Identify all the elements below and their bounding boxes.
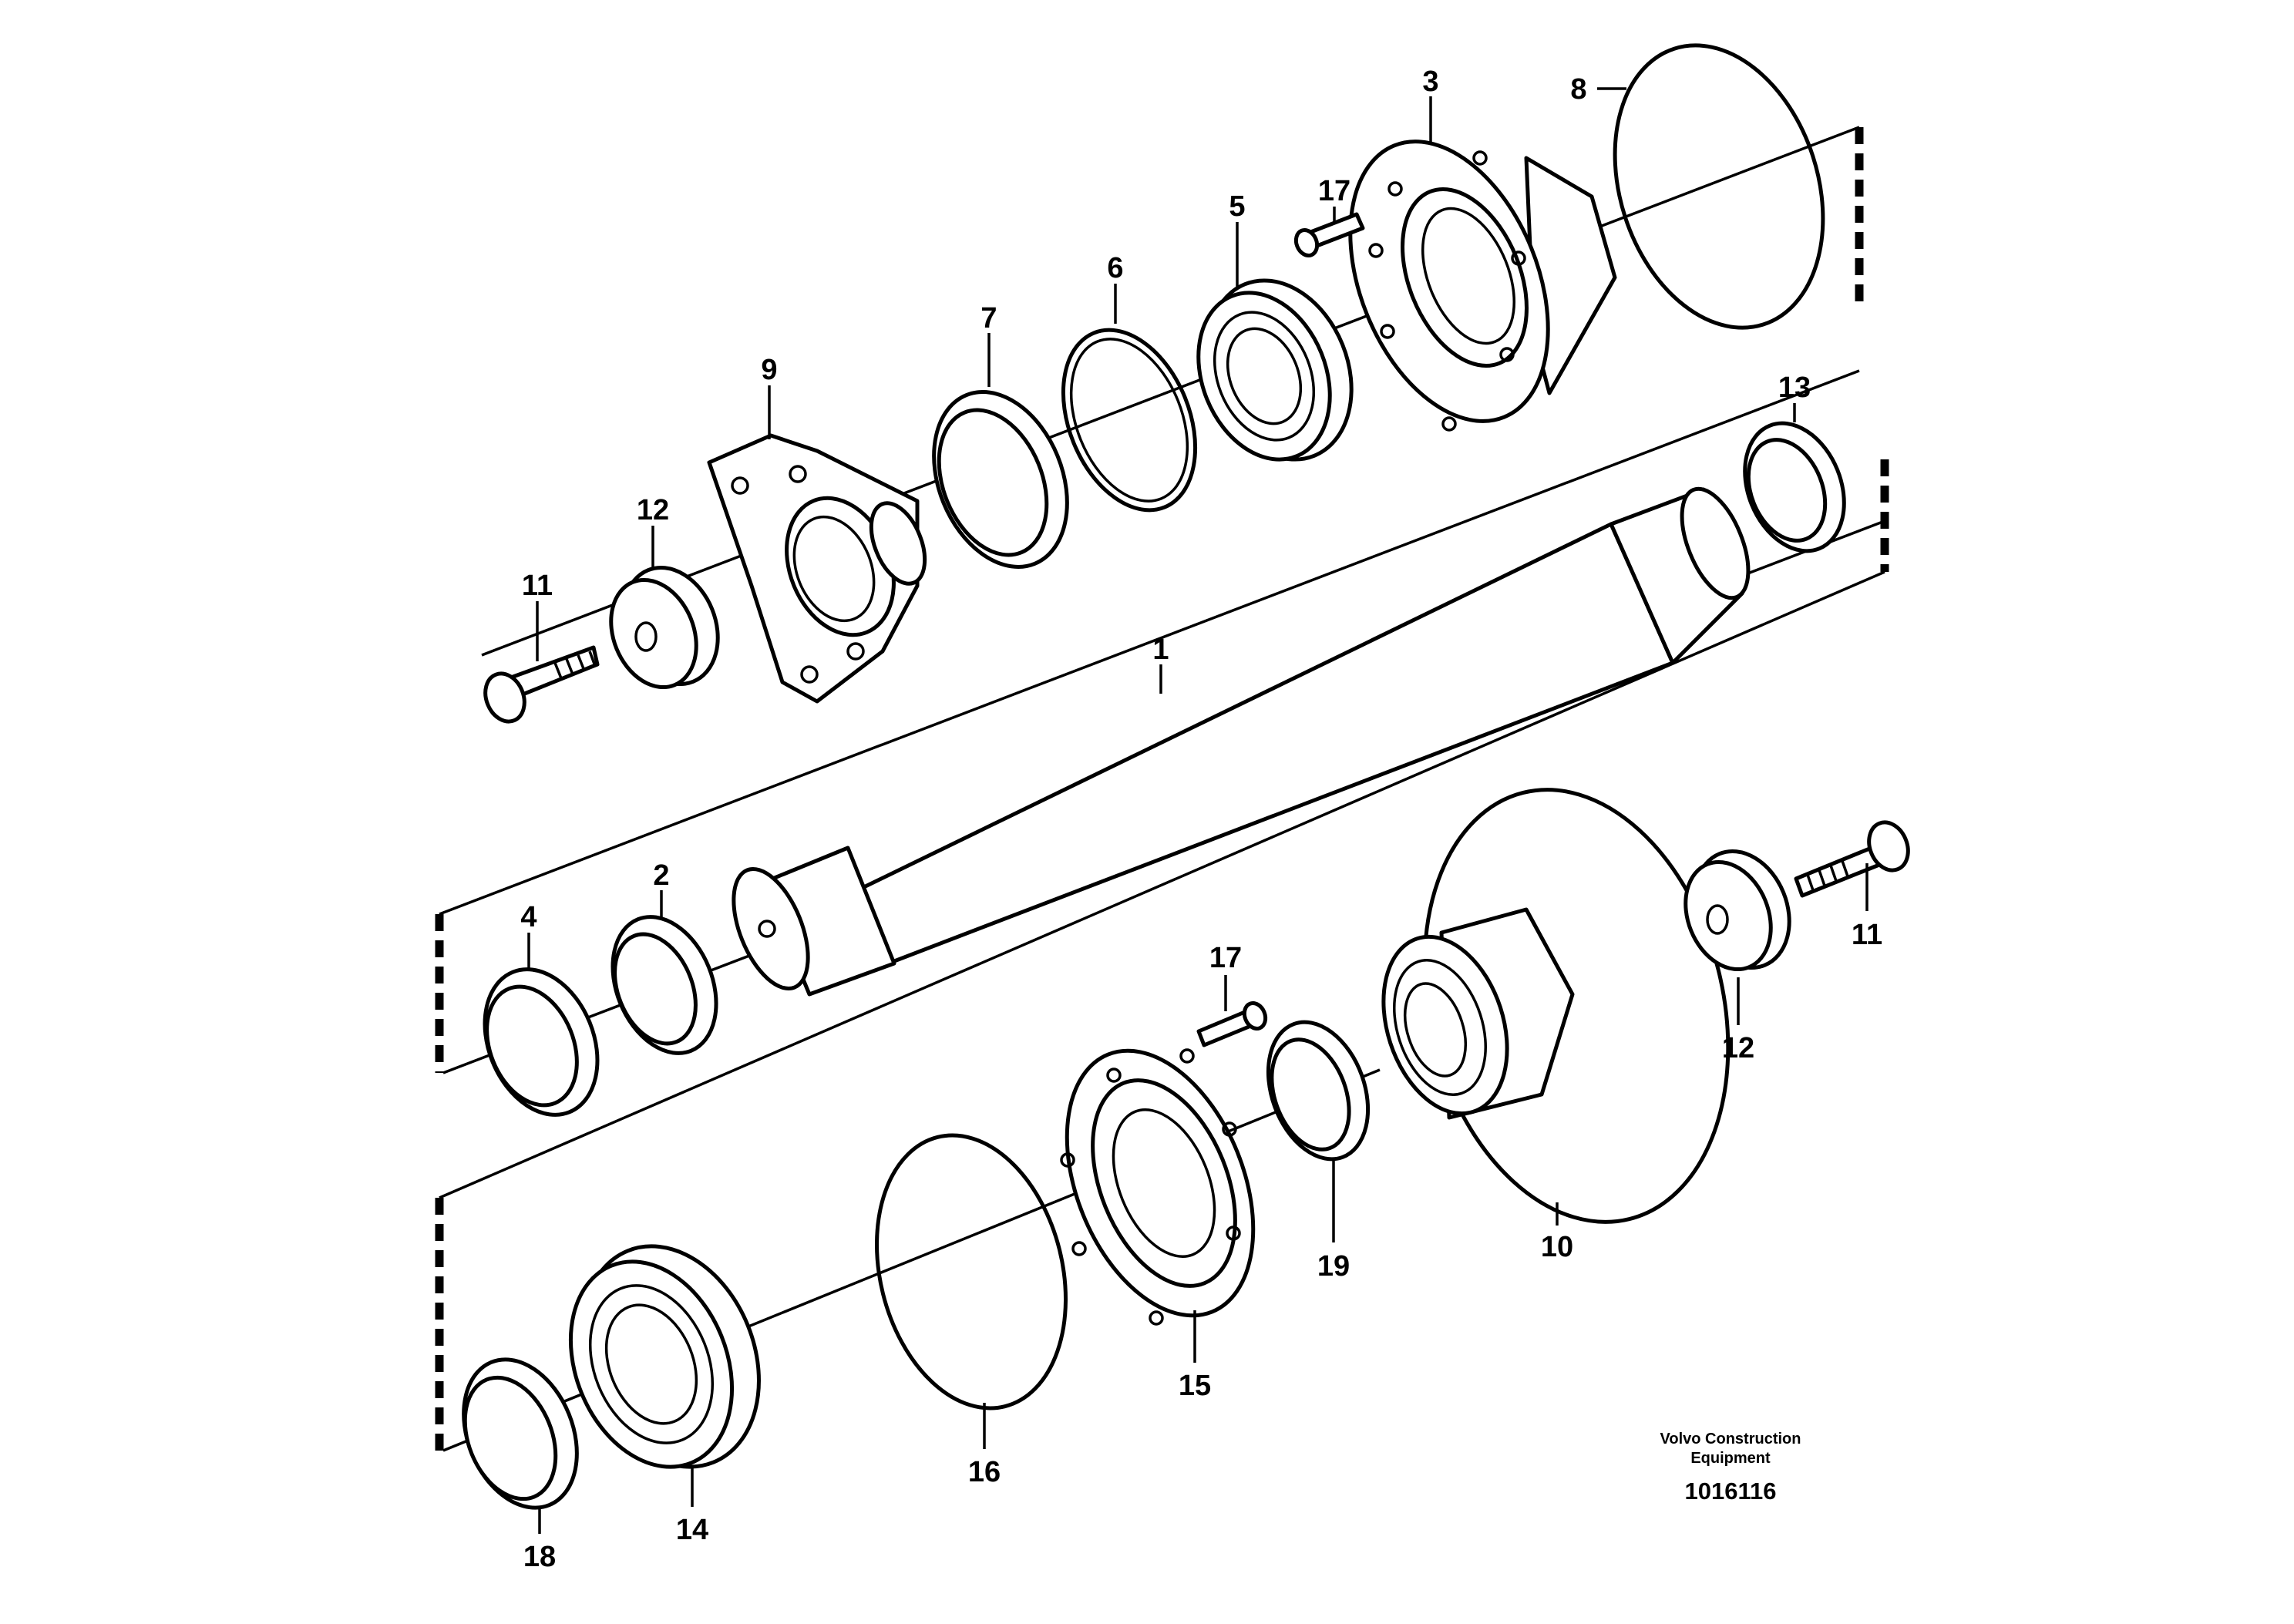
washer-12-right [1684,849,1791,972]
callouts: 1 2 3 4 5 6 7 8 9 10 11 11 12 12 13 14 1… [520,66,1882,1573]
bearing-housing-3 [1348,140,1617,432]
callout-14: 14 [676,1514,708,1546]
assembly-axis-top [481,126,1860,657]
callout-12-right: 12 [1722,1032,1754,1064]
companion-flange-9 [707,433,927,704]
screw-17-bottom [1196,1001,1268,1047]
ring-2 [610,915,718,1055]
o-ring-8 [1613,43,1825,330]
output-flange-disc-10 [1381,788,1731,1224]
callout-5: 5 [1229,190,1245,223]
callout-4: 4 [520,901,536,933]
ball-bearing-14 [568,1244,761,1469]
bolt-11-top [483,645,600,724]
callout-6: 6 [1107,252,1123,284]
o-ring-16 [875,1133,1068,1410]
callout-15: 15 [1179,1370,1211,1402]
caption-line-1: Volvo Construction [1660,1431,1801,1447]
leader-lines [527,87,1868,1534]
seal-ring-13 [1743,421,1846,553]
callout-1: 1 [1152,634,1169,666]
callout-12-top: 12 [637,494,669,526]
drawing-number: 1016116 [1685,1478,1777,1505]
callout-16: 16 [968,1456,1001,1488]
callout-17-top: 17 [1318,175,1350,207]
spacer-ring-7 [932,390,1069,569]
frame-lines [439,369,1885,1199]
bearing-cover-15 [1060,1048,1256,1326]
callout-8: 8 [1570,73,1586,106]
washer-12-top [609,565,720,690]
callout-10: 10 [1541,1231,1573,1263]
callout-7: 7 [980,302,997,335]
ball-bearing-5 [1196,278,1354,462]
callout-18: 18 [523,1541,556,1573]
seal-4 [483,967,600,1117]
callout-13: 13 [1778,372,1811,404]
drawing-caption: Volvo Construction Equipment 1016116 [1660,1431,1801,1505]
seal-18 [462,1357,579,1510]
callout-9: 9 [761,354,777,386]
callout-2: 2 [653,859,669,892]
callout-11-right: 11 [1852,919,1882,951]
callout-11-top: 11 [522,570,553,602]
break-markers [435,127,1889,1451]
callout-17-bottom: 17 [1209,942,1242,974]
callout-3: 3 [1422,66,1438,98]
main-shaft-1 [732,486,1751,997]
snap-ring-6 [1061,328,1198,513]
bolt-11-right [1794,820,1910,898]
seal-ring-19 [1266,1020,1371,1162]
screw-17-top [1293,212,1365,257]
callout-19: 19 [1317,1250,1350,1283]
caption-line-2: Equipment [1690,1450,1771,1467]
